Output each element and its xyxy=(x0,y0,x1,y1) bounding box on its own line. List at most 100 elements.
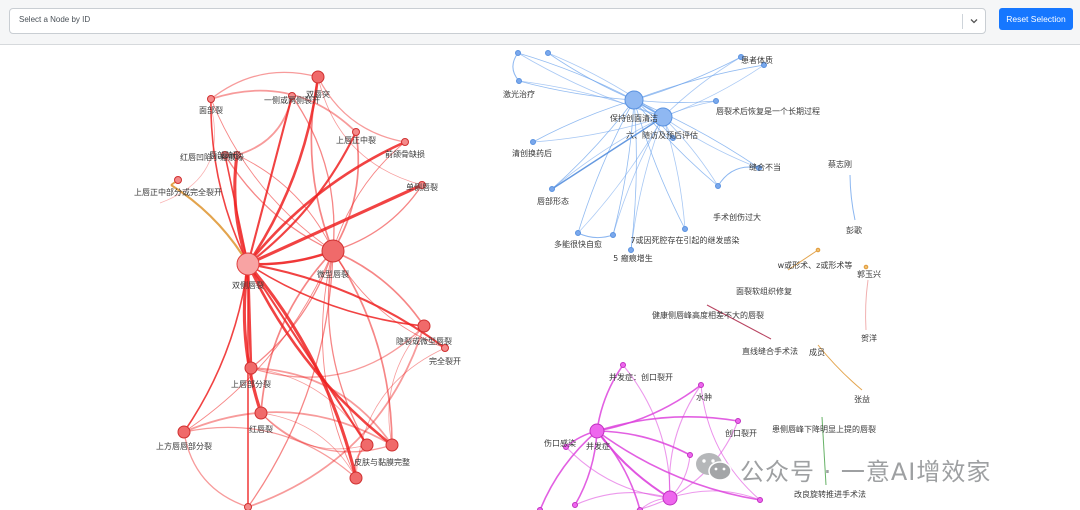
node-red-n13[interactable] xyxy=(177,425,191,439)
node-red-n7[interactable] xyxy=(174,176,182,184)
node-blue-p5[interactable] xyxy=(530,139,536,145)
node-blue-p7[interactable] xyxy=(715,183,721,189)
graph-edge xyxy=(247,263,425,327)
node-label: 多能很快自愈 xyxy=(554,239,602,249)
graph-edge xyxy=(317,76,423,186)
node-unilateral-cleft[interactable] xyxy=(236,252,260,276)
graph-nodes[interactable] xyxy=(174,50,869,510)
graph-edge xyxy=(596,430,691,456)
graph-edge xyxy=(210,98,249,265)
node-label: 患者体质 xyxy=(741,55,773,65)
node-bilateral-cleft[interactable] xyxy=(321,239,345,263)
node-label: 手术创伤过大 xyxy=(713,212,761,222)
node-blue-p1[interactable] xyxy=(738,54,744,60)
wechat-icon xyxy=(696,453,732,481)
node-red-n5[interactable] xyxy=(352,128,360,136)
node-keep-wound-clean[interactable] xyxy=(624,90,644,110)
node-label: 清创换药后 xyxy=(512,148,552,158)
node-orange-b[interactable] xyxy=(863,264,869,270)
node-magenta-q2[interactable] xyxy=(735,418,741,424)
node-follow-up[interactable] xyxy=(653,107,673,127)
node-red-n6[interactable] xyxy=(401,138,409,146)
node-red-n11[interactable] xyxy=(244,361,258,375)
node-blue-p3[interactable] xyxy=(713,98,719,104)
node-blue-p8[interactable] xyxy=(549,186,555,192)
graph-edge xyxy=(236,95,293,156)
node-blue-p12[interactable] xyxy=(610,232,616,238)
node-red-n12[interactable] xyxy=(254,406,268,420)
node-blue-p0[interactable] xyxy=(516,78,522,84)
node-blue-p10[interactable] xyxy=(628,247,634,253)
graph-edge xyxy=(633,99,717,103)
graph-edge xyxy=(236,154,334,252)
graph-edge xyxy=(700,384,761,501)
node-label: 唇部形态 xyxy=(537,196,569,206)
graph-edge xyxy=(246,263,393,447)
node-magenta-q7[interactable] xyxy=(537,507,543,510)
node-red-n9[interactable] xyxy=(417,319,431,333)
chevron-down-icon[interactable] xyxy=(968,15,980,27)
node-red-n14[interactable] xyxy=(360,438,374,452)
graph-edge xyxy=(662,56,742,118)
node-blue-p14[interactable] xyxy=(545,50,551,56)
node-magenta-q3[interactable] xyxy=(563,444,569,450)
node-magenta-hub[interactable] xyxy=(662,490,678,506)
node-blue-p11[interactable] xyxy=(682,226,688,232)
node-blue-p9[interactable] xyxy=(575,230,581,236)
node-orange-a[interactable] xyxy=(815,247,821,253)
node-red-n1[interactable] xyxy=(288,92,296,100)
node-magenta-q6[interactable] xyxy=(687,452,693,458)
node-red-n4[interactable] xyxy=(221,151,229,159)
graph-edge xyxy=(317,76,406,143)
node-blue-p13[interactable] xyxy=(515,50,521,56)
dropdown-separator xyxy=(962,14,963,29)
node-label: 红唇裂 xyxy=(249,424,273,434)
graph-edge xyxy=(706,304,772,340)
graph-edge xyxy=(250,325,425,378)
node-label: 并发症 xyxy=(586,441,610,451)
graph-edge xyxy=(849,174,856,221)
node-select-dropdown[interactable]: Select a Node by ID xyxy=(9,8,986,34)
node-red-n17[interactable] xyxy=(244,503,252,510)
node-red-n10[interactable] xyxy=(441,344,449,352)
node-red-n8[interactable] xyxy=(418,181,426,189)
node-label: w或形术、z或形术等 xyxy=(778,260,853,270)
node-complications[interactable] xyxy=(589,423,605,439)
graph-edge xyxy=(512,52,520,82)
graph-edge xyxy=(633,99,686,230)
node-label: 上唇正中裂 xyxy=(336,135,376,145)
node-blue-p6[interactable] xyxy=(756,165,762,171)
graph-edge xyxy=(332,250,425,327)
node-red-n15[interactable] xyxy=(385,438,399,452)
node-magenta-q4[interactable] xyxy=(572,502,578,508)
node-magenta-q5[interactable] xyxy=(757,497,763,503)
node-label: 改良旋转推进手术法 xyxy=(794,489,866,499)
node-label: 前颌骨缺损 xyxy=(385,149,425,159)
graph-edge xyxy=(247,183,423,266)
graph-edge xyxy=(247,325,425,508)
node-magenta-q0[interactable] xyxy=(620,362,626,368)
graph-edge xyxy=(817,344,863,391)
reset-selection-button[interactable]: Reset Selection xyxy=(999,8,1073,30)
network-graph[interactable]: 面部裂一侧或两侧裂开双唇突红唇凹陷小瘢痕缘唇部畸形上唇正中裂前颌骨缺损上唇正中部… xyxy=(0,45,1080,510)
graph-edge xyxy=(332,184,423,252)
graph-edge xyxy=(717,166,760,187)
node-magenta-q1[interactable] xyxy=(698,382,704,388)
node-magenta-q8[interactable] xyxy=(637,507,643,510)
graph-edge xyxy=(633,56,742,101)
graph-edge xyxy=(310,76,334,252)
graph-edge xyxy=(612,116,664,236)
node-label: 上唇正中部分或完全裂开 xyxy=(134,187,222,197)
node-red-n2[interactable] xyxy=(311,70,325,84)
node-blue-p2[interactable] xyxy=(761,62,767,68)
node-label: 一侧或两侧裂开 xyxy=(264,95,320,105)
node-label: 创口裂开 xyxy=(725,428,757,438)
graph-edge xyxy=(596,430,761,501)
node-red-n3[interactable] xyxy=(233,151,241,159)
graph-edge xyxy=(183,431,249,508)
node-red-n16[interactable] xyxy=(349,471,363,485)
node-select-placeholder: Select a Node by ID xyxy=(19,15,91,24)
node-label: 上方唇唇部分裂 xyxy=(156,441,212,451)
node-blue-p4[interactable] xyxy=(670,135,676,141)
node-red-n0[interactable] xyxy=(207,95,215,103)
